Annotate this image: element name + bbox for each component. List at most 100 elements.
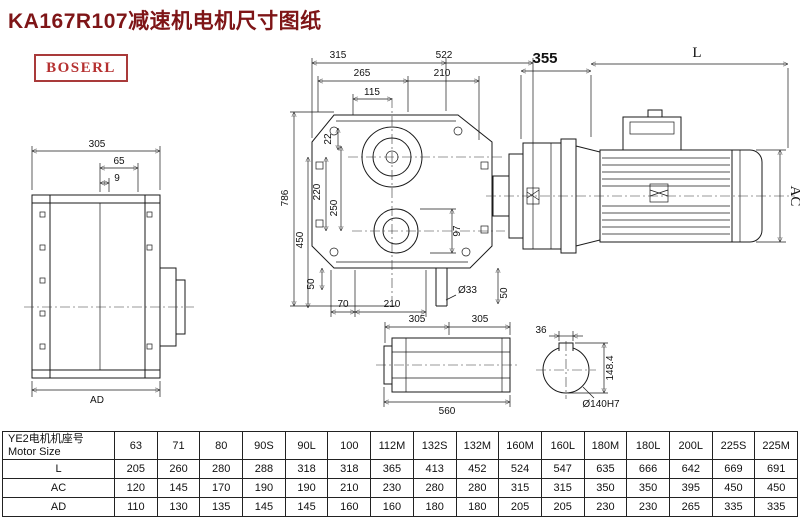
dim-shaft-305a: 305 bbox=[409, 314, 426, 325]
col-header: 100 bbox=[327, 431, 372, 460]
dim-front-22: 22 bbox=[323, 133, 334, 145]
bore-end-view: 36 148.4 Ø140H7 bbox=[535, 325, 620, 410]
table-row-AD: AD 110 130 135 145 145 160 160 180 180 2… bbox=[2, 497, 798, 517]
cell: 145 bbox=[242, 497, 286, 517]
col-header: 200L bbox=[668, 431, 713, 460]
cell: 205 bbox=[498, 497, 542, 517]
cell: 145 bbox=[284, 497, 329, 517]
col-header: 112M bbox=[370, 431, 414, 460]
col-header: 71 bbox=[156, 431, 201, 460]
motor-fins bbox=[602, 157, 730, 235]
dim-side-AD: AD bbox=[90, 395, 104, 406]
cell: 280 bbox=[412, 478, 457, 498]
motor-dimension-table: YE2电机机座号 Motor Size 63 71 80 90S 90L 100… bbox=[2, 431, 798, 517]
cell: 547 bbox=[540, 459, 585, 479]
hollow-shaft-view: 305 305 560 bbox=[376, 314, 520, 417]
cell: 145 bbox=[156, 478, 201, 498]
bolt-marks bbox=[39, 211, 153, 350]
dim-shaft-305b: 305 bbox=[472, 314, 489, 325]
cell: 642 bbox=[668, 459, 713, 479]
dim-side-65: 65 bbox=[113, 156, 125, 167]
dim-front-522: 522 bbox=[436, 50, 453, 61]
table-row-L: L 205 260 280 288 318 318 365 413 452 52… bbox=[2, 459, 798, 479]
cell: 318 bbox=[284, 459, 329, 479]
cell: 190 bbox=[242, 478, 286, 498]
terminal-box bbox=[622, 116, 682, 151]
col-header: 180M bbox=[583, 431, 628, 460]
cell: 315 bbox=[498, 478, 542, 498]
cell: 260 bbox=[156, 459, 201, 479]
side-view: 305 65 9 AD bbox=[24, 139, 194, 406]
col-header: 132M bbox=[455, 431, 500, 460]
cell: 350 bbox=[583, 478, 628, 498]
dim-front-210-top: 210 bbox=[434, 68, 451, 79]
cell: 666 bbox=[626, 459, 670, 479]
brand-logo: BOSERL bbox=[34, 54, 128, 82]
dim-shaft-560: 560 bbox=[439, 406, 456, 417]
cell: 335 bbox=[711, 497, 756, 517]
cell: 230 bbox=[626, 497, 670, 517]
cell: 691 bbox=[754, 459, 798, 479]
cell: 110 bbox=[114, 497, 158, 517]
dim-front-250: 250 bbox=[329, 199, 340, 216]
cell: 669 bbox=[711, 459, 756, 479]
cell: 135 bbox=[199, 497, 244, 517]
cell: 350 bbox=[626, 478, 670, 498]
cell: 205 bbox=[114, 459, 158, 479]
page-title: KA167R107减速机电机尺寸图纸 bbox=[8, 10, 322, 33]
dim-bore-148: 148.4 bbox=[605, 355, 616, 380]
cell: 450 bbox=[754, 478, 798, 498]
dim-bore-36: 36 bbox=[535, 325, 547, 336]
cell: 365 bbox=[370, 459, 414, 479]
cell: 318 bbox=[327, 459, 372, 479]
dim-front-315: 315 bbox=[330, 50, 347, 61]
motor-size-en: Motor Size bbox=[8, 445, 61, 458]
nameplate-hatch bbox=[649, 183, 669, 203]
cell: 524 bbox=[498, 459, 542, 479]
dim-front-220: 220 bbox=[312, 183, 323, 200]
cell: 413 bbox=[412, 459, 457, 479]
dim-front-115: 115 bbox=[364, 87, 380, 98]
cell: 395 bbox=[668, 478, 713, 498]
cell: 265 bbox=[668, 497, 713, 517]
motor-view: 355 L AC bbox=[486, 45, 800, 254]
col-header: 63 bbox=[114, 431, 158, 460]
cell: 230 bbox=[370, 478, 414, 498]
motor-size-header-cell: YE2电机机座号 Motor Size bbox=[2, 431, 115, 460]
dim-motor-L: L bbox=[692, 45, 701, 61]
cell: 190 bbox=[284, 478, 329, 498]
dim-side-9: 9 bbox=[114, 173, 120, 184]
dim-front-d33: Ø33 bbox=[458, 285, 477, 296]
cell: 160 bbox=[370, 497, 414, 517]
cell: 635 bbox=[583, 459, 628, 479]
cell: 180 bbox=[455, 497, 500, 517]
col-header: 90S bbox=[242, 431, 286, 460]
col-header: 132S bbox=[412, 431, 457, 460]
cell: 450 bbox=[711, 478, 756, 498]
cell: 335 bbox=[754, 497, 798, 517]
dim-motor-355: 355 bbox=[532, 50, 557, 67]
dim-front-50-right: 50 bbox=[499, 287, 510, 299]
cell: 452 bbox=[455, 459, 500, 479]
cell: 170 bbox=[199, 478, 244, 498]
cell: 230 bbox=[583, 497, 628, 517]
table-header-row: YE2电机机座号 Motor Size 63 71 80 90S 90L 100… bbox=[2, 431, 798, 460]
col-header: 225S bbox=[711, 431, 756, 460]
cell: 160 bbox=[327, 497, 372, 517]
dim-front-786: 786 bbox=[280, 189, 291, 206]
cell: 288 bbox=[242, 459, 286, 479]
cell: 315 bbox=[540, 478, 585, 498]
dim-front-265: 265 bbox=[354, 68, 371, 79]
col-header: 225M bbox=[754, 431, 798, 460]
col-header: 90L bbox=[284, 431, 329, 460]
dim-bore-140H7: Ø140H7 bbox=[582, 399, 620, 410]
cell: 180 bbox=[412, 497, 457, 517]
table-row-AC: AC 120 145 170 190 190 210 230 280 280 3… bbox=[2, 478, 798, 498]
col-header: 80 bbox=[199, 431, 244, 460]
dim-front-450: 450 bbox=[295, 231, 306, 248]
col-header: 160L bbox=[540, 431, 585, 460]
front-view: 315 522 265 210 115 786 22 220 250 450 9… bbox=[280, 50, 534, 317]
cell: 280 bbox=[199, 459, 244, 479]
cell: 205 bbox=[540, 497, 585, 517]
